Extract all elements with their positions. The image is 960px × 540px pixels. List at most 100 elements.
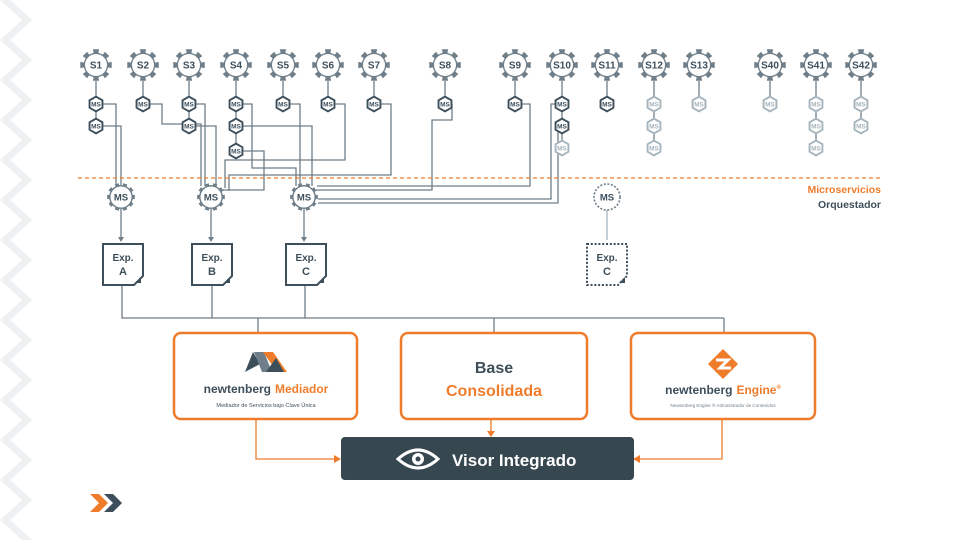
expediente-doc-3: Exp. C	[285, 243, 327, 286]
microservice-label: MS	[91, 123, 101, 130]
orchestrator-node-3: MS	[290, 183, 318, 211]
microservice-label: MS	[138, 101, 148, 108]
service-label: S12	[645, 61, 663, 72]
microservice-label: MS	[557, 123, 567, 130]
microservice-node: MS	[808, 117, 824, 135]
expediente-label: Exp.	[295, 253, 316, 264]
microservice-node: MS	[554, 95, 570, 113]
tier-label-microservicios: Microservicios	[807, 184, 881, 196]
microservice-node: MS	[646, 117, 662, 135]
expediente-letter: C	[603, 266, 611, 278]
microservice-node: MS	[554, 117, 570, 135]
microservice-label: MS	[440, 101, 450, 108]
service-label: S7	[368, 61, 381, 72]
service-gears: S1 S2 S3 S4 S5 S6 S7 S8 S9 S10 S11 S12 S13 S40 S41 S42	[80, 49, 877, 81]
service-label: S40	[761, 61, 779, 72]
service-gear-13: S13	[683, 49, 715, 81]
visor-label: Visor Integrado	[452, 451, 576, 470]
microservice-label: MS	[694, 101, 704, 108]
base-subtitle: Consolidada	[446, 383, 542, 400]
microservice-node: MS	[88, 117, 104, 135]
mediador-subtitle: Mediador de Servicios bajo Clave Única	[216, 402, 316, 409]
service-gear-12: S12	[638, 49, 670, 81]
service-gear-14: S40	[754, 49, 786, 81]
microservice-label: MS	[278, 101, 288, 108]
service-label: S10	[553, 61, 571, 72]
visor-integrado-panel: Visor Integrado	[341, 437, 634, 480]
service-gear-11: S11	[591, 49, 623, 81]
orchestrator-node-2: MS	[197, 183, 225, 211]
microservice-node: MS	[507, 95, 523, 113]
service-label: S2	[137, 61, 150, 72]
service-label: S9	[509, 61, 522, 72]
mediador-logo-icon	[245, 352, 287, 372]
service-gear-9: S9	[499, 49, 531, 81]
microservice-label: MS	[649, 145, 659, 152]
microservice-label: MS	[649, 123, 659, 130]
microservice-hexes: MS MS MS MS MS MS MS MS MS MS MS MS MS MS MS MS MS MS MS MS…	[88, 95, 869, 160]
microservice-label: MS	[557, 101, 567, 108]
orchestrator-node-planned: MS	[593, 183, 621, 211]
microservice-node: MS	[88, 95, 104, 113]
service-label: S13	[690, 61, 708, 72]
microservice-node: MS	[853, 95, 869, 113]
engine-logo-icon	[708, 349, 738, 379]
eye-icon	[395, 448, 441, 470]
service-gear-3: S3	[173, 49, 205, 81]
left-pattern-strip	[0, 0, 44, 540]
newtenberg-logo-icon	[90, 494, 122, 512]
expediente-letter: C	[302, 266, 310, 278]
service-label: S41	[807, 61, 825, 72]
microservice-label: MS	[765, 101, 775, 108]
microservice-node: MS	[228, 142, 244, 160]
expediente-letter: B	[208, 266, 216, 278]
microservice-label: MS	[811, 145, 821, 152]
service-label: S5	[277, 61, 290, 72]
service-gear-5: S5	[267, 49, 299, 81]
service-gear-1: S1	[80, 49, 112, 81]
tier-label-orquestador: Orquestador	[818, 199, 881, 211]
service-label: S8	[439, 61, 452, 72]
service-label: S6	[322, 61, 335, 72]
microservice-node: MS	[228, 117, 244, 135]
expediente-label: Exp.	[201, 253, 222, 264]
microservice-label: MS	[231, 148, 241, 155]
service-label: S11	[598, 61, 616, 72]
service-label: S4	[230, 61, 243, 72]
microservice-label: MS	[856, 101, 866, 108]
microservice-label: MS	[811, 123, 821, 130]
orchestrator-label: MS	[600, 193, 614, 204]
microservice-node: MS	[646, 139, 662, 157]
service-gear-6: S6	[312, 49, 344, 81]
microservice-label: MS	[649, 101, 659, 108]
service-label: S42	[852, 61, 870, 72]
microservice-node: MS	[691, 95, 707, 113]
orchestrator-nodes: MS MS MS MS	[107, 183, 621, 211]
orchestrator-label: MS	[297, 193, 311, 204]
service-gear-4: S4	[220, 49, 252, 81]
microservice-label: MS	[369, 101, 379, 108]
microservice-node: MS	[366, 95, 382, 113]
microservice-node: MS	[554, 139, 570, 157]
service-gear-8: S8	[429, 49, 461, 81]
orchestrator-label: MS	[114, 193, 128, 204]
expediente-doc-4: Exp. C	[586, 243, 628, 286]
service-gear-15: S41	[800, 49, 832, 81]
service-gear-10: S10	[546, 49, 578, 81]
microservice-label: MS	[231, 101, 241, 108]
service-gear-2: S2	[127, 49, 159, 81]
microservice-label: MS	[811, 101, 821, 108]
microservice-label: MS	[557, 145, 567, 152]
microservice-label: MS	[510, 101, 520, 108]
orchestrator-label: MS	[204, 193, 218, 204]
microservice-node: MS	[808, 139, 824, 157]
engine-subtitle: Newtenberg Engine ® Administrador de Con…	[670, 402, 776, 408]
expediente-label: Exp.	[596, 253, 617, 264]
microservice-node: MS	[181, 117, 197, 135]
expediente-letter: A	[119, 266, 127, 278]
microservice-node: MS	[320, 95, 336, 113]
